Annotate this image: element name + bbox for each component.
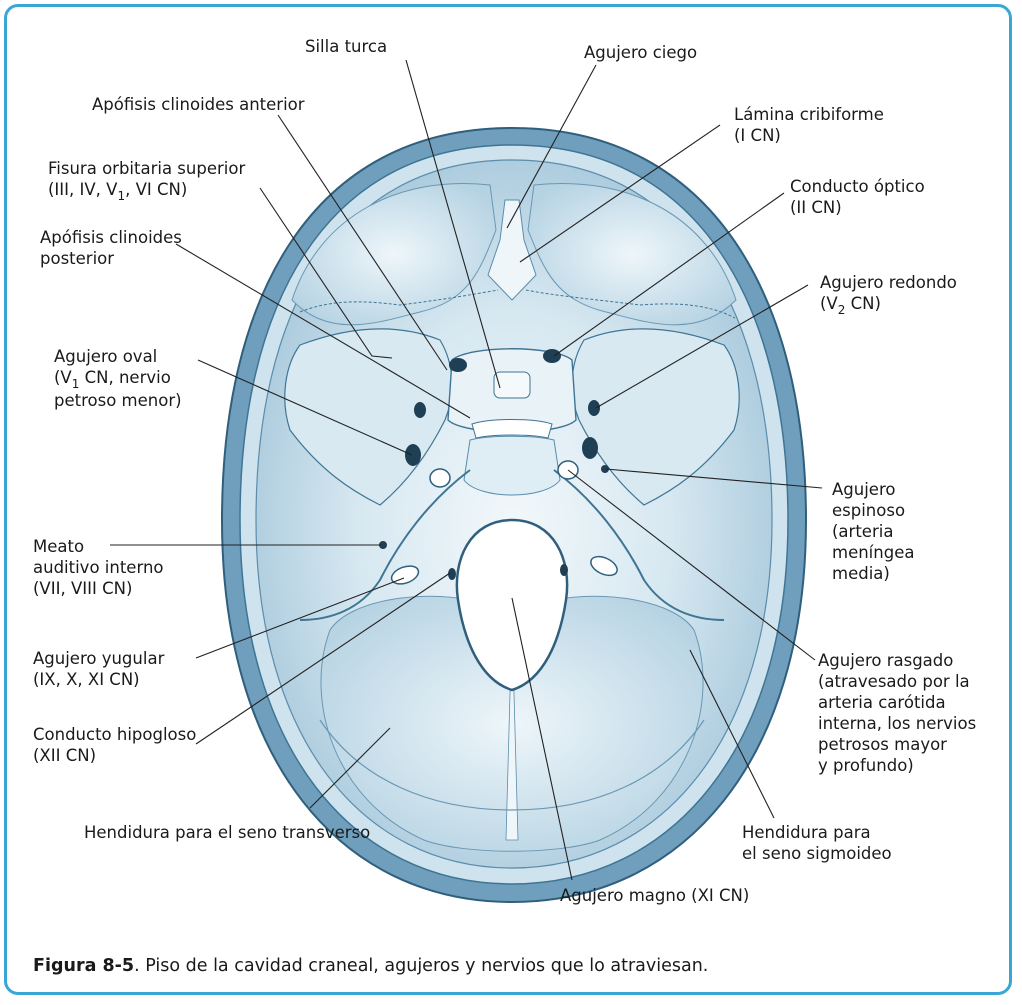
label-agujero-yugular: Agujero yugular (IX, X, XI CN) [33, 648, 164, 690]
label-agujero-ciego: Agujero ciego [584, 42, 697, 63]
figure-caption: Figura 8-5. Piso de la cavidad craneal, … [33, 956, 708, 976]
label-clinoides-posterior: Apófisis clinoides posterior [40, 227, 182, 269]
label-meato-auditivo: Meato auditivo interno (VII, VIII CN) [33, 536, 164, 599]
caption-text: . Piso de la cavidad craneal, agujeros y… [134, 956, 708, 976]
label-agujero-espinoso: Agujero espinoso (arteria meníngea media… [832, 479, 914, 584]
label-fisura-orbitaria: Fisura orbitaria superior (III, IV, V1, … [48, 158, 245, 202]
foramen-rotundum-left [414, 402, 426, 418]
optic-canal-left [449, 358, 467, 372]
label-clinoides-anterior: Apófisis clinoides anterior [92, 94, 305, 115]
label-silla-turca: Silla turca [305, 36, 387, 57]
dorsum-sellae [472, 420, 552, 439]
label-hendidura-transverso: Hendidura para el seno transverso [84, 822, 370, 843]
label-lamina-cribiforme: Lámina cribiforme (I CN) [734, 104, 884, 146]
label-agujero-magno: Agujero magno (XI CN) [560, 885, 749, 906]
foramen-ovale-left [405, 444, 421, 466]
label-hendidura-sigmoideo: Hendidura para el seno sigmoideo [742, 822, 892, 864]
optic-canal-right [543, 349, 561, 363]
clivus [464, 436, 560, 495]
foramen-ovale-right [582, 437, 598, 459]
label-agujero-rasgado: Agujero rasgado (atravesado por la arter… [818, 650, 976, 776]
figure-number: Figura 8-5 [33, 956, 134, 976]
label-agujero-oval: Agujero oval (V1 CN, nervio petroso meno… [54, 346, 182, 411]
label-conducto-optico: Conducto óptico (II CN) [790, 176, 925, 218]
foramen-lacerum-left [430, 469, 450, 487]
foramen-rotundum-right [588, 400, 600, 416]
label-agujero-redondo: Agujero redondo (V2 CN) [820, 272, 957, 316]
hypoglossal-canal-right [560, 564, 568, 576]
label-conducto-hipogloso: Conducto hipogloso (XII CN) [33, 724, 196, 766]
